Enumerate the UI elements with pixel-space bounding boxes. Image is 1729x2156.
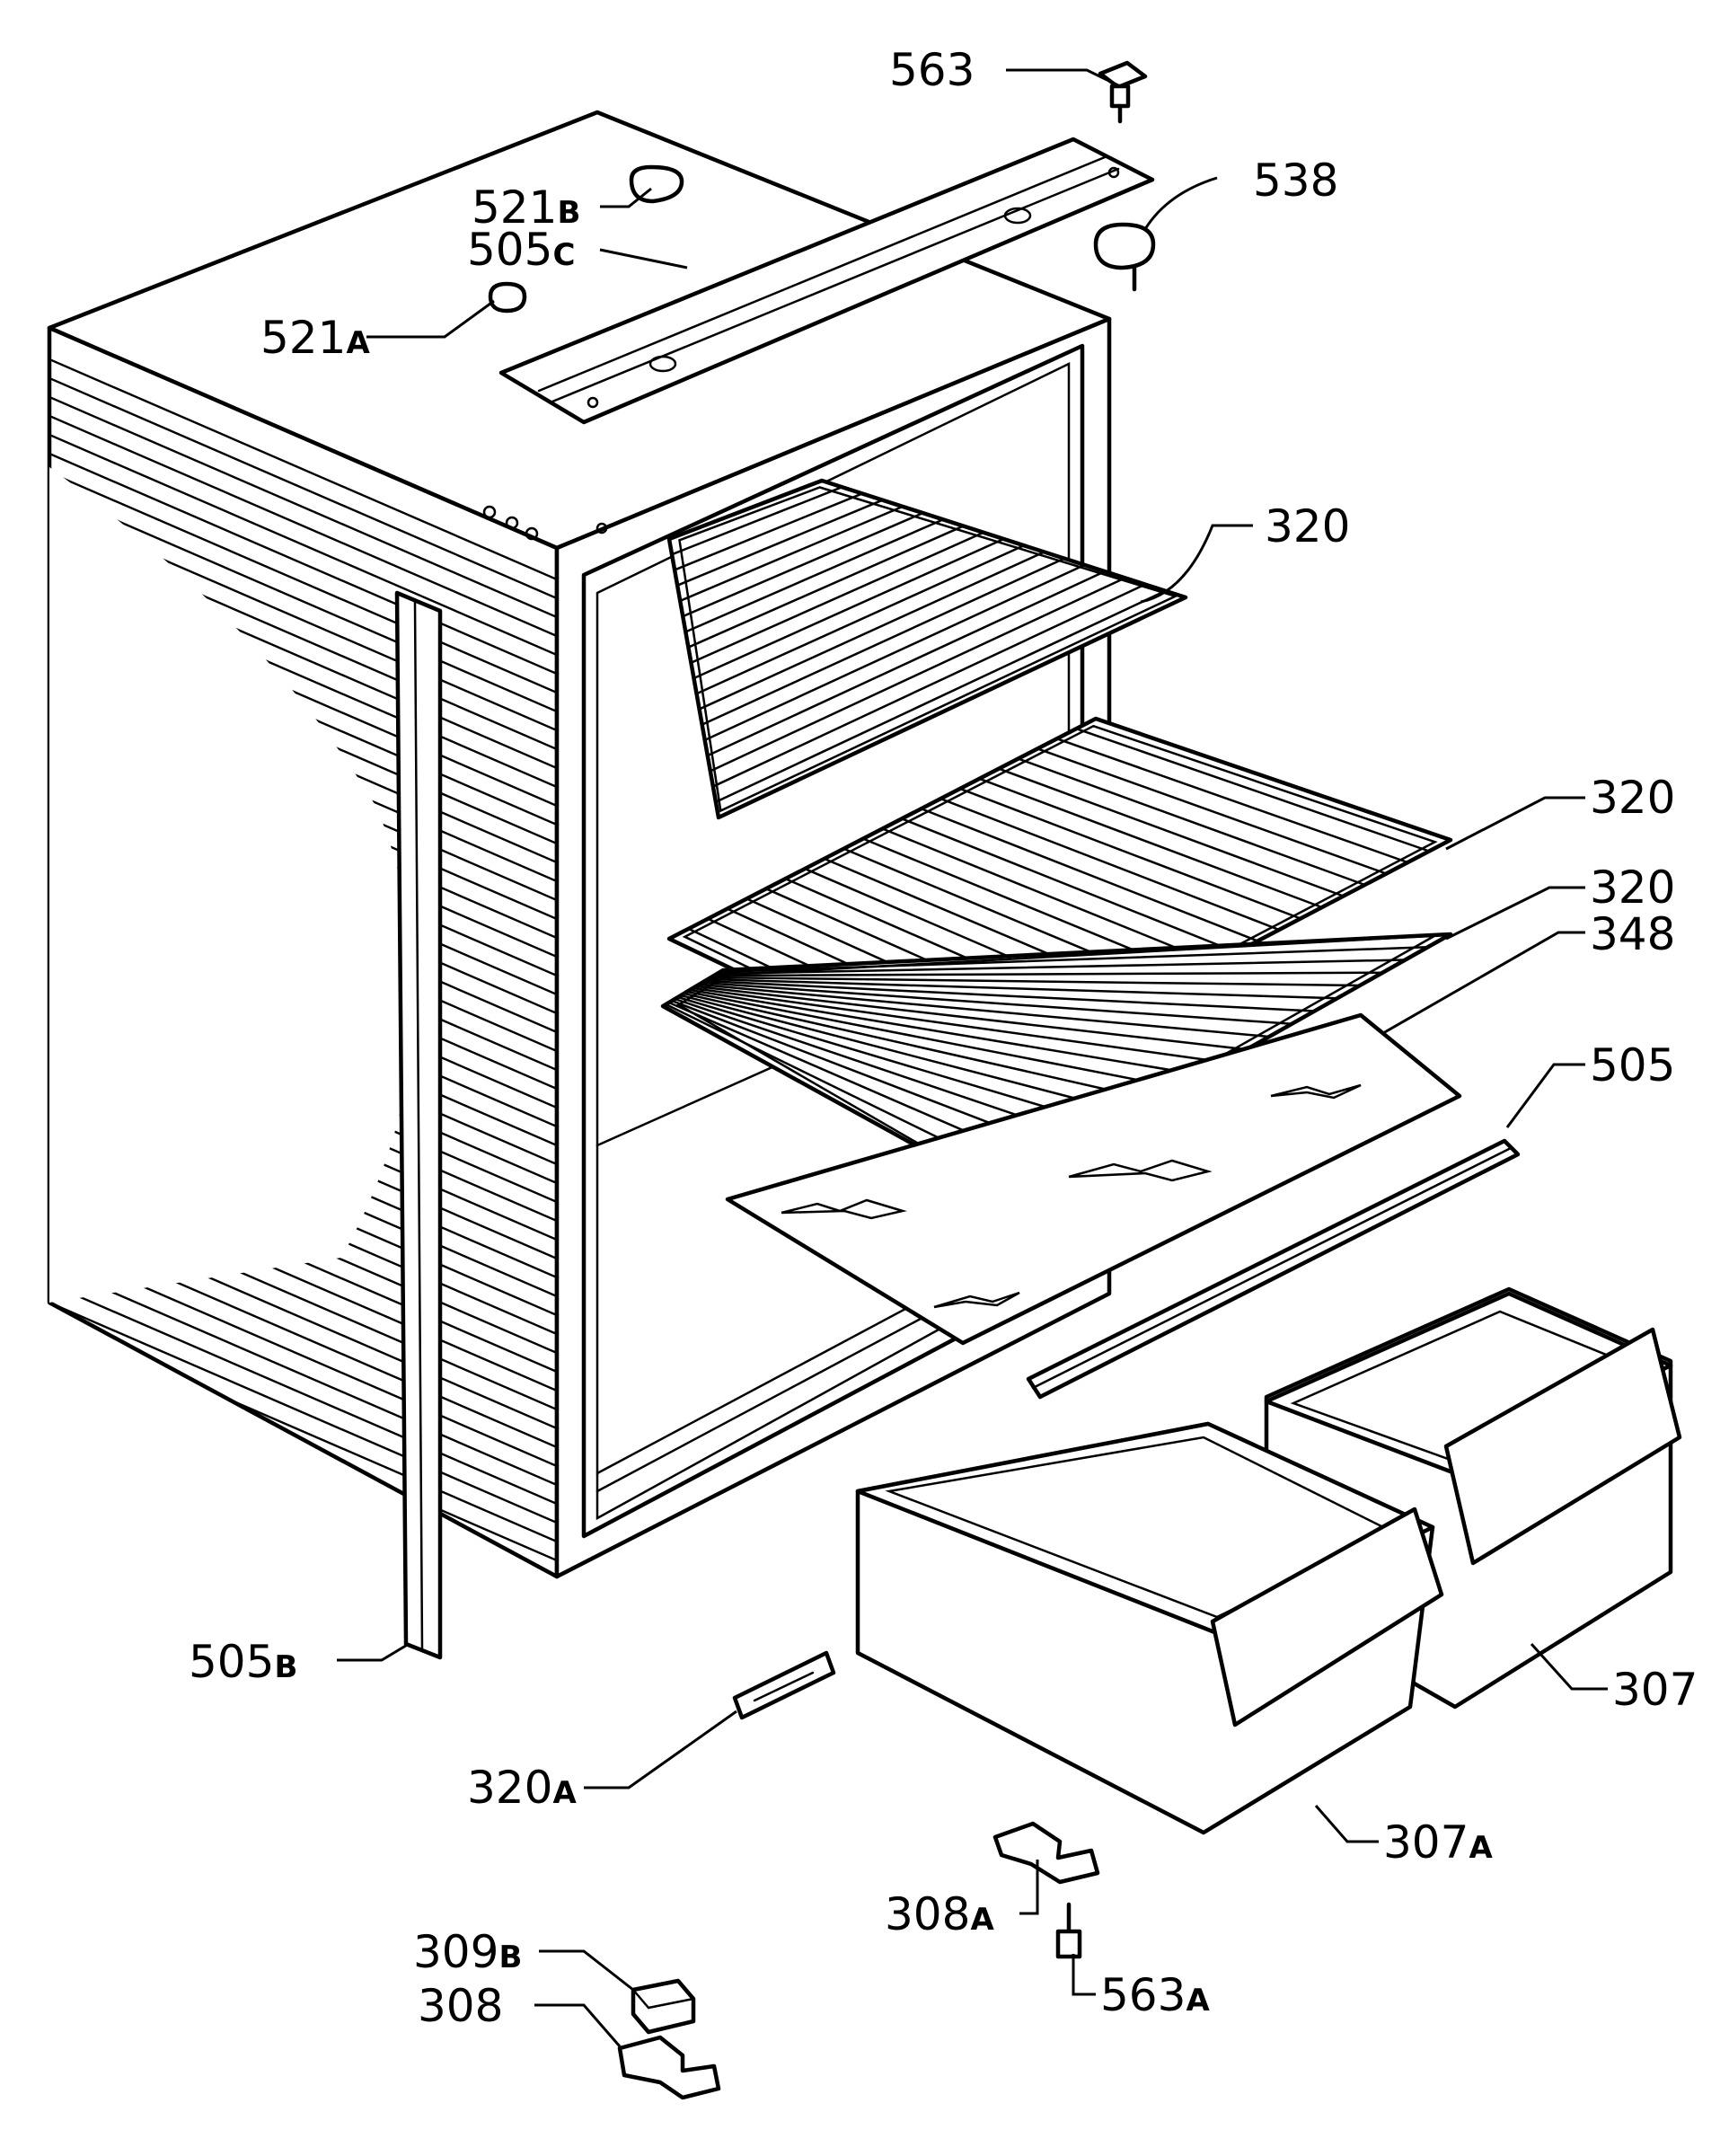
callout-521b: 521B xyxy=(472,181,580,234)
callout-307a: 307A xyxy=(1383,1816,1493,1869)
cap-309b xyxy=(631,1978,696,2035)
wire-shelf-320-top xyxy=(666,478,1188,820)
door-strip-505 xyxy=(1026,1138,1521,1400)
callout-505: 505 xyxy=(1590,1039,1675,1091)
cabinet-screw xyxy=(482,505,497,519)
cabinet-screw xyxy=(595,522,608,535)
callout-307: 307 xyxy=(1612,1664,1698,1716)
rail-320a xyxy=(732,1650,836,1720)
callout-505b: 505B xyxy=(189,1636,297,1688)
callout-308a: 308A xyxy=(885,1888,994,1940)
callout-320-middle: 320 xyxy=(1590,772,1675,824)
hinge-cap-538 xyxy=(1093,222,1156,292)
cabinet-screw xyxy=(525,526,539,541)
leader-lines xyxy=(337,68,1608,2047)
callout-538: 538 xyxy=(1253,155,1338,207)
callout-320-top: 320 xyxy=(1265,500,1350,552)
cap-521b xyxy=(629,164,684,204)
cap-521a xyxy=(488,281,527,314)
callout-labels: 563 521B 538 505C 521A 320 320 320 348 5… xyxy=(189,44,1698,2032)
screw-563 xyxy=(1098,60,1148,124)
screw-563a xyxy=(1055,1902,1082,1959)
bracket-308a xyxy=(992,1821,1100,1885)
cabinet-screw xyxy=(505,516,519,530)
callout-521a: 521A xyxy=(260,312,370,364)
callout-348: 348 xyxy=(1590,908,1675,960)
callout-308: 308 xyxy=(418,1980,503,2032)
callout-309b: 309B xyxy=(413,1926,522,1978)
callout-563a: 563A xyxy=(1100,1969,1210,2021)
callout-320a: 320A xyxy=(467,1762,577,1814)
gasket-505b xyxy=(394,590,443,1660)
callout-563: 563 xyxy=(889,44,975,96)
crisper-drawer-307a xyxy=(855,1421,1444,1835)
hinge-plate-505c xyxy=(498,137,1155,425)
bracket-308 xyxy=(617,2035,721,2100)
glass-shelf-348 xyxy=(725,1012,1462,1346)
callout-505c: 505C xyxy=(467,224,575,276)
interior-bottom-rail xyxy=(595,1310,936,1493)
callout-320-lower: 320 xyxy=(1590,862,1675,914)
